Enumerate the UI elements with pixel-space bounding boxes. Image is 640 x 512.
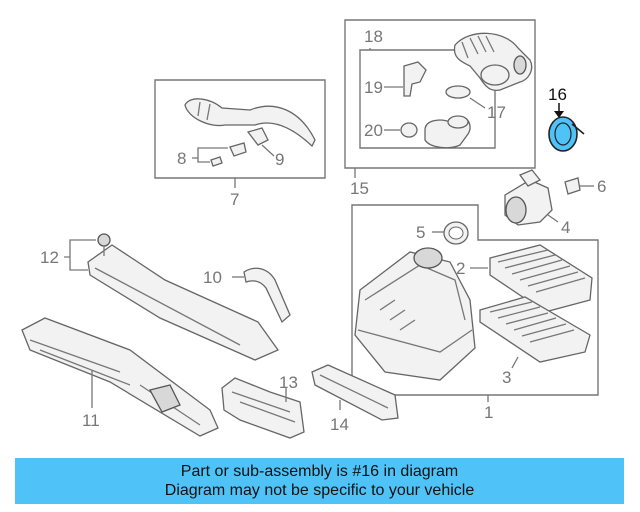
callout-10: 10 bbox=[203, 268, 222, 287]
callout-4-label: 4 bbox=[561, 218, 570, 237]
callout-15-label: 15 bbox=[350, 179, 369, 198]
callout-5-label: 5 bbox=[416, 223, 425, 242]
callout-1: 1 bbox=[484, 403, 493, 422]
callout-12: 12 bbox=[40, 239, 96, 271]
callout-3-label: 3 bbox=[502, 368, 511, 387]
callout-19: 19 bbox=[364, 78, 403, 97]
air-cleaner-housing bbox=[354, 247, 476, 381]
seal-5 bbox=[432, 221, 469, 245]
air-guide-11 bbox=[21, 317, 219, 437]
callout-11-label: 11 bbox=[82, 411, 100, 430]
callout-3: 3 bbox=[502, 356, 519, 387]
caption-line-1: Part or sub-assembly is #16 in diagram bbox=[180, 463, 459, 480]
duct-14 bbox=[311, 364, 399, 421]
intake-duct-12 bbox=[87, 233, 279, 361]
callout-15: 15 bbox=[350, 168, 369, 198]
callout-17: 17 bbox=[469, 97, 506, 122]
callout-20: 20 bbox=[364, 121, 400, 140]
callout-14-label: 14 bbox=[330, 415, 349, 434]
mass-air-flow-sensor bbox=[504, 169, 553, 226]
callout-6-label: 6 bbox=[597, 177, 606, 196]
callout-2: 2 bbox=[456, 259, 488, 278]
callout-13-label: 13 bbox=[279, 373, 298, 392]
callout-8-label: 8 bbox=[177, 149, 186, 168]
callout-18-label: 18 bbox=[364, 27, 383, 46]
part-16-clamp bbox=[548, 103, 585, 152]
callout-6: 6 bbox=[597, 177, 606, 196]
callout-4: 4 bbox=[547, 214, 570, 237]
caption-line-2: Diagram may not be specific to your vehi… bbox=[164, 482, 475, 499]
callout-13: 13 bbox=[279, 373, 298, 392]
filter-tray-3 bbox=[479, 296, 591, 363]
group-box-7 bbox=[154, 79, 326, 188]
callout-17-label: 17 bbox=[487, 103, 506, 122]
info-caption-banner: Part or sub-assembly is #16 in diagram D… bbox=[15, 458, 624, 504]
callout-9: 9 bbox=[261, 144, 284, 169]
callout-11: 11 bbox=[82, 411, 100, 430]
filter-element-2 bbox=[489, 244, 593, 313]
callout-19-label: 19 bbox=[364, 78, 383, 97]
callout-16: 16 bbox=[548, 85, 567, 104]
bolt-6 bbox=[564, 177, 594, 195]
parts-diagram: 18 19 20 17 15 16 8 9 bbox=[21, 19, 606, 439]
callout-16-label: 16 bbox=[548, 85, 567, 104]
callout-7-label: 7 bbox=[230, 190, 239, 209]
breather-hose-10 bbox=[232, 267, 291, 324]
callout-18: 18 bbox=[364, 27, 383, 46]
bracket-13 bbox=[221, 377, 305, 439]
group-box-15 bbox=[344, 19, 536, 169]
callout-20-label: 20 bbox=[364, 121, 383, 140]
callout-5: 5 bbox=[416, 223, 425, 242]
callout-12-label: 12 bbox=[40, 248, 59, 267]
crankcase-hose bbox=[184, 98, 316, 167]
callout-1-label: 1 bbox=[484, 403, 493, 422]
callout-9-label: 9 bbox=[275, 150, 284, 169]
callout-2-label: 2 bbox=[456, 259, 465, 278]
callout-14: 14 bbox=[330, 415, 349, 434]
callout-8: 8 bbox=[177, 147, 228, 168]
callout-10-label: 10 bbox=[203, 268, 222, 287]
callout-7: 7 bbox=[230, 190, 239, 209]
intake-hose-assembly bbox=[400, 32, 533, 149]
